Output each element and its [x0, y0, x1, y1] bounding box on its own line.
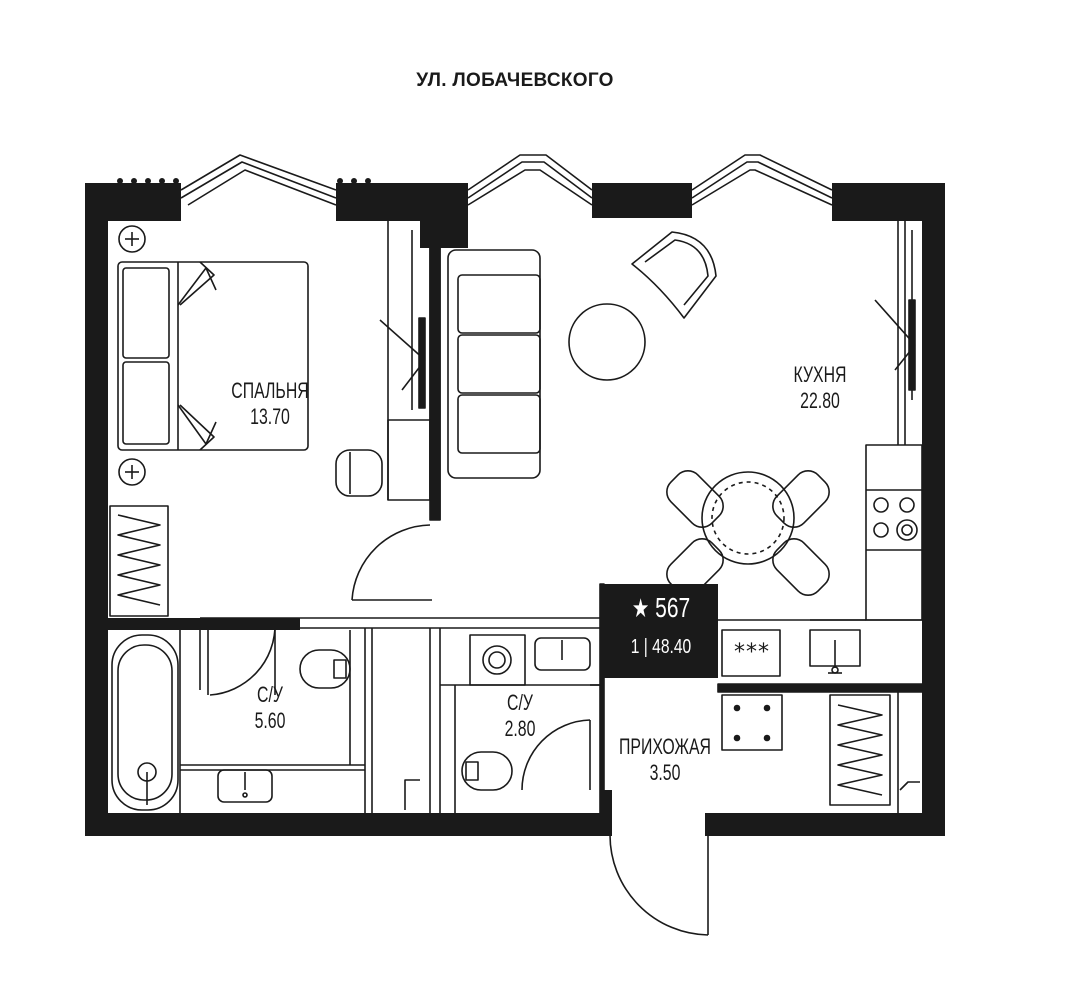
radiator-hall — [829, 692, 920, 813]
hallway-cabinet — [721, 694, 783, 751]
room-area: 13.70 — [250, 404, 290, 429]
wall-dots — [117, 178, 371, 184]
badge-top-row: ★ 567 — [618, 592, 704, 624]
sofa — [447, 249, 541, 479]
room-area: 2.80 — [504, 716, 536, 741]
total-area: 48.40 — [652, 636, 692, 658]
entry-stubs — [600, 790, 719, 836]
shaft-1 — [404, 779, 420, 810]
room-name: СПАЛЬНЯ — [231, 378, 309, 403]
radiator-bedroom — [109, 505, 169, 617]
room-name: С/У — [507, 690, 533, 715]
kitchen-counter — [721, 444, 923, 677]
room-label-hall: ПРИХОЖАЯ 3.50 — [615, 734, 716, 786]
washing-machine — [469, 634, 526, 686]
wardrobe-kitchen — [874, 230, 916, 400]
room-name: С/У — [257, 682, 283, 707]
bed — [117, 261, 309, 451]
star-icon: ★ — [631, 593, 650, 623]
room-label-bath2: С/У 2.80 — [484, 690, 556, 742]
apartment-number: 567 — [655, 592, 691, 623]
dining-table — [666, 470, 830, 596]
apartment-badge: ★ 567 1 | 48.40 — [604, 584, 718, 678]
interior-walls — [179, 221, 923, 814]
room-area: 3.50 — [649, 760, 681, 785]
sink-2 — [534, 637, 591, 671]
toilet-2 — [461, 751, 513, 791]
room-name: КУХНЯ — [793, 362, 847, 387]
bay-windows — [180, 154, 833, 206]
armchair — [631, 231, 717, 319]
sink-1 — [217, 769, 273, 803]
toilet-1 — [299, 649, 351, 689]
room-name: ПРИХОЖАЯ — [619, 734, 711, 759]
room-label-bedroom: СПАЛЬНЯ 13.70 — [223, 378, 317, 430]
street-name: УЛ. ЛОБАЧЕВСКОГО — [416, 70, 614, 91]
badge-separator: | — [643, 636, 648, 658]
bathtub — [111, 634, 179, 811]
room-area: 5.60 — [254, 708, 286, 733]
room-label-kitchen: КУХНЯ 22.80 — [773, 362, 867, 414]
room-label-bath1: С/У 5.60 — [234, 682, 306, 734]
bed-sockets — [118, 225, 146, 486]
room-count: 1 — [630, 636, 640, 658]
doors — [209, 524, 709, 936]
counter-mark: *** — [734, 640, 770, 665]
exterior-walls — [85, 183, 945, 836]
coffee-table — [568, 303, 646, 381]
wardrobe-bedroom — [379, 230, 426, 410]
desk-chair — [335, 419, 431, 501]
badge-bottom-row: 1 | 48.40 — [617, 634, 706, 660]
room-area: 22.80 — [800, 388, 840, 413]
